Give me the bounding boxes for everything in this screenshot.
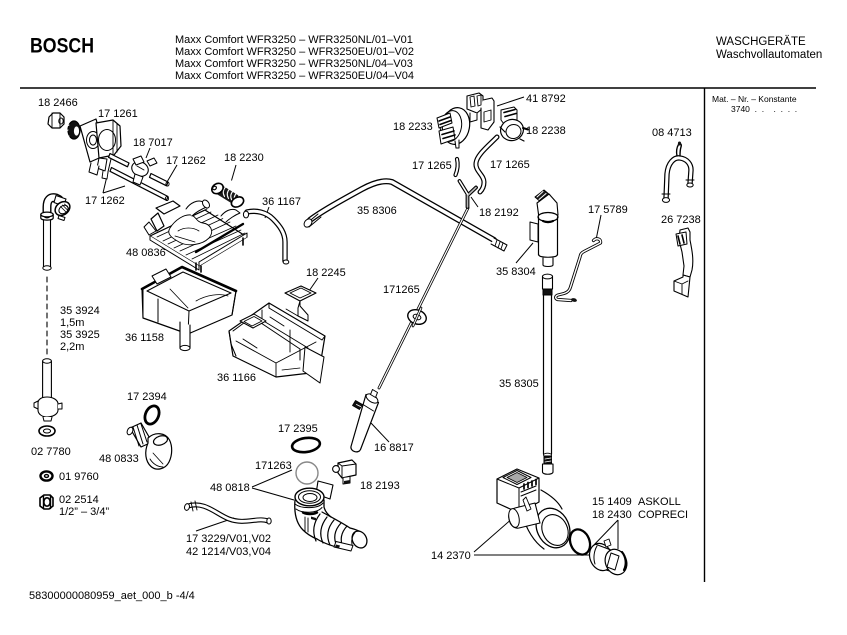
svg-text:COPRECI: COPRECI — [638, 509, 688, 521]
svg-text:02 2514: 02 2514 — [59, 494, 99, 506]
svg-text:14 2370: 14 2370 — [431, 550, 471, 562]
svg-text:1/2” – 3/4”: 1/2” – 3/4” — [59, 506, 109, 518]
svg-text:17 1261: 17 1261 — [98, 108, 138, 120]
svg-text:171265: 171265 — [383, 284, 420, 296]
svg-text:02 7780: 02 7780 — [31, 446, 71, 458]
svg-text:ASKOLL: ASKOLL — [638, 496, 681, 508]
svg-text:2,2m: 2,2m — [60, 341, 84, 353]
svg-text:18 2466: 18 2466 — [38, 97, 78, 109]
svg-text:18 2430: 18 2430 — [592, 509, 632, 521]
svg-text:18 2233: 18 2233 — [393, 121, 433, 133]
svg-text:Waschvollautomaten: Waschvollautomaten — [716, 49, 822, 61]
svg-text:17 3229/V01,V02: 17 3229/V01,V02 — [186, 533, 271, 545]
svg-text:1,5m: 1,5m — [60, 317, 84, 329]
svg-text:08 4713: 08 4713 — [652, 127, 692, 139]
svg-text:26 7238: 26 7238 — [661, 214, 701, 226]
svg-text:42 1214/V03,V04: 42 1214/V03,V04 — [186, 546, 271, 558]
svg-text:16 8817: 16 8817 — [374, 442, 414, 454]
svg-text:WASCHGERÄTE: WASCHGERÄTE — [716, 36, 806, 48]
svg-text:18 2193: 18 2193 — [360, 480, 400, 492]
svg-text:18 2230: 18 2230 — [224, 152, 264, 164]
svg-text:58300000080959_aet_000_b -4/4: 58300000080959_aet_000_b -4/4 — [29, 590, 195, 602]
svg-text:48 0836: 48 0836 — [126, 247, 166, 259]
svg-text:18 2245: 18 2245 — [306, 267, 346, 279]
svg-text:48 0833: 48 0833 — [99, 453, 139, 465]
svg-text:17 2395: 17 2395 — [278, 423, 318, 435]
svg-text:Maxx Comfort WFR3250 – WFR3250: Maxx Comfort WFR3250 – WFR3250EU/01–V02 — [175, 46, 414, 58]
svg-text:35 3925: 35 3925 — [60, 329, 100, 341]
svg-text:35 3924: 35 3924 — [60, 305, 100, 317]
svg-text:15 1409: 15 1409 — [592, 496, 632, 508]
svg-text:BOSCH: BOSCH — [30, 34, 94, 58]
svg-text:18 2238: 18 2238 — [526, 125, 566, 137]
svg-text:Mat. – Nr. – Konstante: Mat. – Nr. – Konstante — [712, 94, 797, 104]
svg-text:17 5789: 17 5789 — [588, 204, 628, 216]
svg-text:01 9760: 01 9760 — [59, 471, 99, 483]
svg-text:35 8305: 35 8305 — [499, 378, 539, 390]
svg-text:35 8304: 35 8304 — [496, 266, 536, 278]
svg-text:17 1262: 17 1262 — [166, 155, 206, 167]
svg-text:Maxx Comfort WFR3250 – WFR3250: Maxx Comfort WFR3250 – WFR3250NL/04–V03 — [175, 58, 413, 70]
svg-text:48 0818: 48 0818 — [210, 482, 250, 494]
svg-text:17 1265: 17 1265 — [490, 159, 530, 171]
svg-text:Maxx Comfort WFR3250 – WFR3250: Maxx Comfort WFR3250 – WFR3250EU/04–V04 — [175, 70, 414, 82]
svg-text:17 1262: 17 1262 — [85, 195, 125, 207]
svg-text:3740 . . . . . .: 3740 . . . . . . — [731, 104, 797, 114]
svg-text:36 1166: 36 1166 — [217, 372, 256, 384]
svg-text:35 8306: 35 8306 — [357, 205, 397, 217]
svg-text:Maxx Comfort WFR3250 – WFR3250: Maxx Comfort WFR3250 – WFR3250NL/01–V01 — [175, 34, 413, 46]
svg-text:18 7017: 18 7017 — [133, 137, 173, 149]
svg-text:36 1167: 36 1167 — [262, 196, 301, 208]
svg-text:171263: 171263 — [255, 460, 292, 472]
svg-text:41 8792: 41 8792 — [526, 93, 566, 105]
svg-text:36 1158: 36 1158 — [125, 332, 164, 344]
svg-text:18 2192: 18 2192 — [479, 207, 519, 219]
svg-text:17 2394: 17 2394 — [127, 391, 167, 403]
svg-text:17 1265: 17 1265 — [412, 160, 452, 172]
